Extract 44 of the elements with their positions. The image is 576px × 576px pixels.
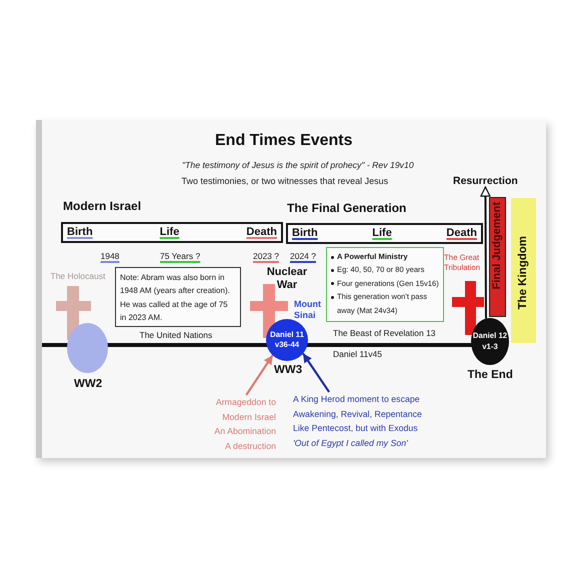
kingdom-bar — [511, 198, 536, 343]
section-heading: Modern Israel — [63, 200, 142, 214]
arrow — [302, 352, 330, 393]
quote-text: "The testimony of Jesus is the spirit of prohecy" - Rev 19v10 — [182, 160, 414, 170]
timeline-caption: The End — [468, 369, 513, 382]
year-label: 1948 — [100, 252, 120, 262]
year-label: 2023 ? — [253, 252, 279, 262]
judgement-bar — [489, 197, 506, 317]
section-heading: The Final Generation — [287, 202, 406, 216]
event-label: Resurrection — [453, 175, 518, 188]
annotation-text: 'Out of Egypt I called my Son' — [293, 436, 409, 450]
annotation-text: A King Herod moment to escape — [293, 393, 421, 406]
timeline-bar — [61, 222, 283, 243]
bar-label: Final Judgement — [491, 202, 504, 290]
note-box — [115, 267, 241, 327]
stage-label: Death — [446, 227, 477, 240]
timeline-caption: WW2 — [74, 378, 102, 392]
annotation-text: An Abomination — [213, 425, 276, 438]
year-label: 75 Years ? — [160, 252, 200, 262]
event-label: The Holocaust — [50, 272, 106, 282]
event-label: The Beast of Revelation 13 — [333, 329, 436, 339]
annotation-text: Awakening, Revival, Repentance — [293, 408, 422, 421]
arrow — [245, 354, 274, 396]
stage-label: Life — [160, 226, 180, 239]
bar-label: The Kingdom — [517, 236, 530, 310]
stage-label: Death — [246, 226, 277, 239]
reference-label: Daniel 11v45 — [333, 350, 382, 360]
event-label: The United Nations — [140, 331, 212, 341]
note-text: Note: Abram was also born in 1948 AM (years after creation). He was called at the age of 75 in 2023 AM. — [120, 272, 231, 324]
stage-label: Birth — [67, 226, 93, 239]
subtitle-text: Two testimonies, or two witnesses that reveal Jesus — [182, 176, 388, 186]
timeline-caption: WW3 — [274, 364, 302, 378]
year-label: 2024 ? — [290, 252, 316, 262]
stage-label: Life — [372, 227, 392, 240]
stage-label: Birth — [292, 227, 318, 240]
arrow — [480, 186, 491, 318]
annotation-text: A destruction — [224, 440, 276, 452]
event-label: Nuclear War — [266, 266, 308, 292]
diagram-title: End Times Events — [215, 132, 353, 150]
annotation-text: Like Pentecost, but with Exodus — [293, 422, 419, 435]
annotation-text: Armageddon to Modern Israel — [214, 396, 276, 424]
info-box — [326, 247, 444, 322]
place-label: Mount Sinai — [294, 299, 322, 321]
timeline-bar — [286, 223, 483, 244]
